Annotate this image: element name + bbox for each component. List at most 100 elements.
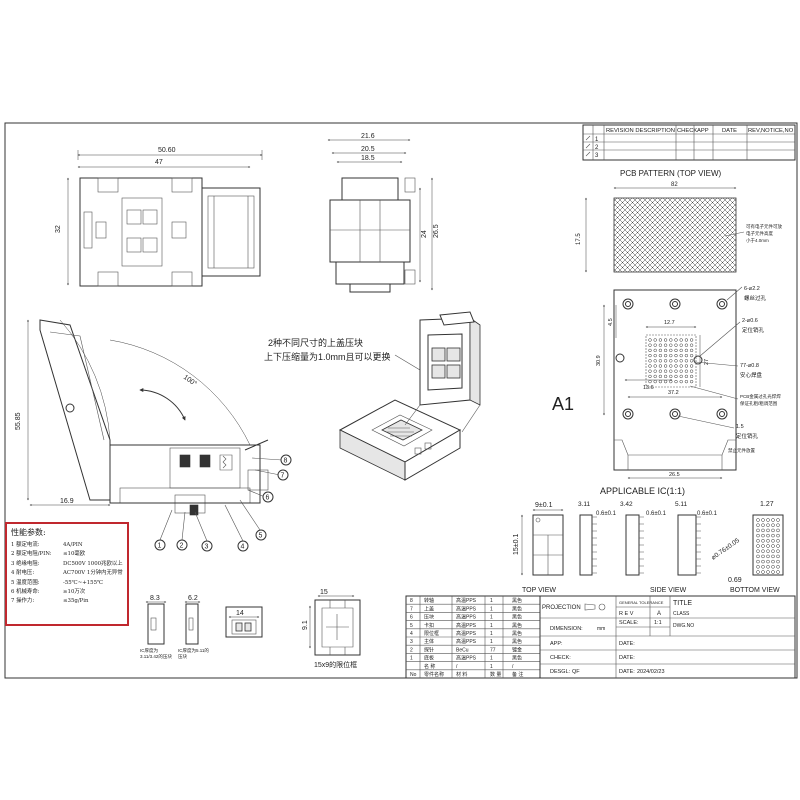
spec-key: 5 温度范围: (11, 579, 40, 586)
pcb-pad (653, 374, 657, 379)
dim-open-height: 55.85 (15, 412, 22, 430)
bom-cell-rem: 黑色 (512, 622, 522, 629)
ic-ball (756, 523, 760, 527)
pcb-note-1: PCB金属过孔光焊焊 (740, 393, 781, 400)
spec-key: 1 额定电流: (11, 542, 40, 548)
pcb-pad (658, 338, 663, 342)
ic-ball (771, 554, 775, 559)
ic-ball (756, 528, 760, 533)
tb-unit: mm (597, 626, 605, 632)
pcb-pad (653, 369, 657, 373)
dim-open-width: 16.9 (60, 498, 74, 505)
ic-ball (766, 549, 770, 553)
ic-bottom-label: BOTTOM VIEW (730, 587, 780, 594)
ic-side-dim-b: 0.6±0.1 (596, 511, 617, 517)
pcb-pad (674, 353, 678, 358)
ic-ball (756, 549, 760, 553)
spec-key: 3 绝缘电阻: (11, 560, 40, 567)
spec-row: 5 温度范围:-55℃~+155℃ (11, 579, 123, 588)
pcb-pad (679, 359, 683, 363)
bom-cell-qty: 1 (490, 615, 493, 621)
pcb-pad (669, 359, 673, 363)
pcb-pad (648, 379, 652, 384)
tb-date2: DATE: (619, 655, 635, 661)
bom-cell-qty: 1 (490, 631, 493, 637)
ic-ball (776, 528, 780, 533)
pcb-pad (689, 374, 694, 379)
pcb-pad (653, 338, 657, 342)
ic-ball (766, 518, 770, 522)
pcb-pad (663, 348, 668, 353)
tb-a: A (657, 611, 661, 617)
pcb-pad (663, 338, 668, 342)
spec-value: ≤35g/Pin (63, 598, 89, 605)
part1-dim: 8.3 (150, 595, 160, 602)
ic-side-view: 3.11 0.6±0.1 3.42 0.6±0.1 5.11 0.6±0.1 S… (578, 501, 718, 594)
ic-bottom-dim-a: 1.27 (760, 501, 774, 508)
pcb-locate-label: 定位销孔 (742, 326, 765, 334)
pcb-pad (669, 353, 673, 358)
dim-side-w2: 20.5 (361, 146, 375, 153)
pcb-pad (648, 364, 652, 368)
part2-note-1: IC厚度为5.11的 (178, 647, 209, 654)
pcb-pad (648, 338, 652, 342)
pcb-pad (658, 343, 663, 347)
rev-header-date: DATE (722, 128, 737, 134)
ic-ball (776, 549, 780, 553)
note-cn-line2: 上下压缩量为1.0mm且可以更换 (264, 351, 391, 362)
pcb-pad (663, 353, 668, 358)
pcb-pad (658, 364, 663, 368)
pcb-pad (684, 353, 689, 358)
bom-cell-mat: 材 料 (456, 671, 467, 678)
ic-side-dim-a: 3.11 (578, 501, 591, 508)
pcb-pad (679, 348, 683, 353)
limit-note: 15x9的限位框 (314, 660, 357, 669)
spec-value: DC500V 1000兆欧以上 (63, 560, 123, 567)
limit-dim-h: 9.1 (302, 620, 309, 630)
tb-desgl: DESGL: (550, 669, 571, 675)
ic-side-dim-d: 0.6±0.1 (646, 511, 667, 517)
drawing-frame (4, 122, 798, 679)
ic-ball (771, 549, 775, 553)
pcb-pad (684, 379, 689, 384)
pcb-pad (679, 364, 683, 368)
pcb-pad (689, 364, 694, 368)
rev-row-1: 1 (595, 137, 599, 143)
ic-bottom-dim-b: ⌀0.76±0.05 (710, 537, 741, 562)
bom-cell-mat: 高温PPS (456, 622, 477, 629)
rev-header-desc: REVISION DESCRIPTION (606, 128, 675, 134)
pcb-screw-label: 螺丝过孔 (744, 294, 767, 302)
ic-ball (776, 544, 780, 548)
pcb-pad (689, 348, 694, 353)
ic-ball (766, 570, 770, 574)
pcb-pad (684, 369, 689, 373)
rev-row-3: 3 (595, 153, 599, 159)
pcb-pad (663, 364, 668, 368)
spec-value: AC700V 1分钟内无异常 (63, 570, 123, 577)
pcb-pad (653, 364, 657, 368)
ic-ball (756, 533, 760, 538)
ic-ball (761, 533, 765, 538)
pcb-pad (653, 348, 657, 353)
part1-note-2: 3.11/3.42的压块 (140, 653, 172, 660)
pcb-pad (648, 348, 652, 353)
ic-ball (776, 539, 780, 543)
bom-cell-mat: 高温PPS (456, 655, 477, 662)
tb-date1: DATE: (619, 641, 635, 647)
pcb-pad (689, 359, 694, 363)
bom-cell-mat: 高温PPS (456, 630, 477, 637)
bom-cell-name: 零件名称 (424, 671, 444, 678)
pcb-support-label: 安心焊盘 (740, 371, 763, 379)
bom-cell-no: 2 (410, 647, 413, 653)
tb-desgl-value: QF (572, 669, 580, 675)
part3-dim: 14 (236, 610, 244, 617)
socket-open-view: 100° 55.85 16.9 (15, 319, 269, 516)
pcb-pad (653, 343, 657, 347)
ic-ball (761, 528, 765, 533)
ic-ball (761, 544, 765, 548)
ic-ball (761, 554, 765, 559)
dim-open-angle: 100° (182, 373, 199, 388)
pcb-pad (648, 359, 652, 363)
pcb-pad (689, 343, 694, 347)
